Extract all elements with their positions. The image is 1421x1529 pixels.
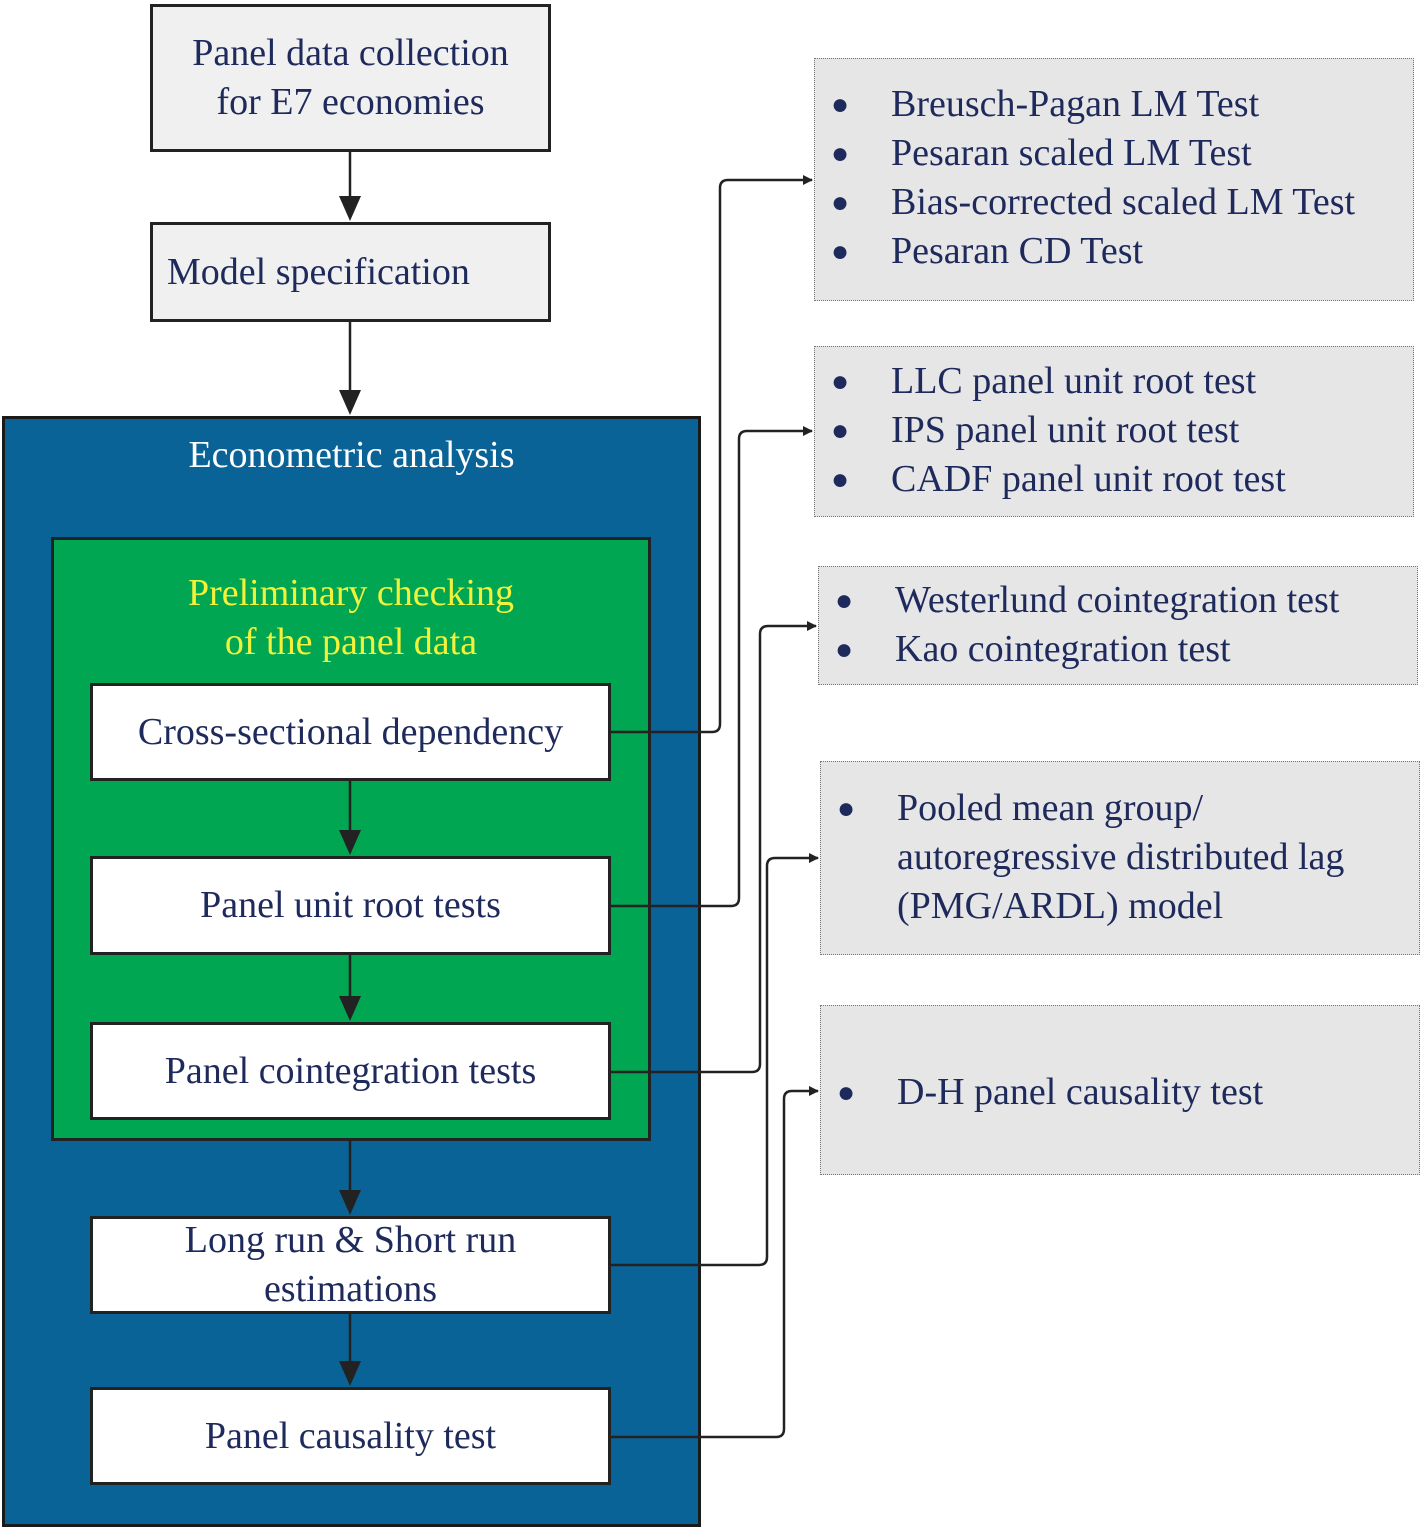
bullet-icon: ● (831, 137, 850, 170)
flow-arrow (339, 1314, 361, 1386)
csd-connector (611, 175, 813, 734)
unit-root-test-1: LLC panel unit root test (891, 360, 1257, 402)
list-item: ● Pesaran CD Test (831, 227, 1355, 276)
bullet-icon: ● (831, 235, 850, 268)
bullet-icon: ● (837, 792, 856, 825)
list-item: ● CADF panel unit root test (831, 455, 1286, 504)
bullet-icon: ● (831, 414, 850, 447)
csd-step-box: Cross-sectional dependency (90, 683, 611, 781)
cointegration-test-1: Westerlund cointegration test (895, 579, 1340, 621)
econometric-analysis-title: Econometric analysis (188, 434, 515, 476)
flow-arrow (339, 1141, 361, 1215)
data-collection-line-2: for E7 economies (216, 81, 485, 123)
list-item: autoregressive distributed lag (837, 833, 1344, 882)
unit-root-test-3: CADF panel unit root test (891, 458, 1286, 500)
preliminary-checking-title: Preliminary checking of the panel data (54, 569, 648, 667)
unit-root-step-box: Panel unit root tests (90, 856, 611, 955)
csd-tests-box: ● Breusch-Pagan LM Test ● Pesaran scaled L… (814, 58, 1414, 301)
bullet-icon: ● (835, 633, 854, 666)
bullet-icon: ● (831, 186, 850, 219)
unit-root-connector (611, 426, 813, 908)
flow-arrow (339, 781, 361, 855)
cointegration-tests-box: ● Westerlund cointegration test ● Kao coin… (818, 566, 1418, 685)
causality-test-1: D-H panel causality test (897, 1071, 1264, 1113)
estimation-connector (611, 853, 819, 1267)
estimation-step-line-2: estimations (263, 1268, 438, 1310)
list-item: ● LLC panel unit root test (831, 357, 1286, 406)
flow-arrow (339, 322, 361, 415)
preliminary-title-line-2: of the panel data (224, 621, 478, 663)
unit-root-step-label: Panel unit root tests (200, 884, 501, 926)
list-item: ● Westerlund cointegration test (835, 576, 1339, 625)
list-item: ● IPS panel unit root test (831, 406, 1286, 455)
list-item: ● Pooled mean group/ (837, 784, 1344, 833)
preliminary-title-line-1: Preliminary checking (187, 572, 515, 614)
list-item: ● Breusch-Pagan LM Test (831, 80, 1355, 129)
flow-arrow (339, 955, 361, 1021)
list-item: ● Pesaran scaled LM Test (831, 129, 1355, 178)
list-item: (PMG/ARDL) model (837, 882, 1344, 931)
bullet-icon: ● (835, 584, 854, 617)
causality-step-label: Panel causality test (204, 1414, 497, 1457)
cointegration-test-2: Kao cointegration test (895, 628, 1231, 670)
flow-arrow (339, 152, 361, 221)
list-item: ● Bias-corrected scaled LM Test (831, 178, 1355, 227)
list-item: ● D-H panel causality test (837, 1068, 1263, 1117)
estimation-step-box: Long run & Short run estimations (90, 1216, 611, 1314)
csd-test-4: Pesaran CD Test (891, 230, 1144, 272)
csd-test-1: Breusch-Pagan LM Test (891, 83, 1260, 125)
unit-root-tests-box: ● LLC panel unit root test ● IPS panel uni… (814, 346, 1414, 517)
model-specification-box: Model specification (150, 222, 551, 322)
estimation-method-line-2: autoregressive distributed lag (897, 836, 1345, 878)
cointegration-connector (611, 621, 817, 1074)
causality-connector (611, 1086, 819, 1439)
data-collection-box: Panel data collection for E7 economies (150, 4, 551, 152)
estimation-methods-box: ● Pooled mean group/ autoregressive distr… (820, 761, 1420, 955)
causality-tests-box: ● D-H panel causality test (820, 1005, 1420, 1175)
bullet-icon: ● (831, 365, 850, 398)
estimation-step-line-1: Long run & Short run (184, 1219, 517, 1261)
causality-step-box: Panel causality test (90, 1387, 611, 1485)
unit-root-test-2: IPS panel unit root test (891, 409, 1240, 451)
csd-test-3: Bias-corrected scaled LM Test (891, 181, 1356, 223)
bullet-icon: ● (837, 1076, 856, 1109)
cointegration-step-label: Panel cointegration tests (164, 1049, 537, 1092)
list-item: ● Kao cointegration test (835, 625, 1339, 674)
data-collection-line-1: Panel data collection (192, 32, 509, 74)
bullet-icon: ● (831, 463, 850, 496)
csd-step-label: Cross-sectional dependency (137, 710, 564, 753)
bullet-icon: ● (831, 88, 850, 121)
model-specification-label: Model specification (167, 250, 470, 293)
estimation-method-line-1: Pooled mean group/ (897, 787, 1204, 829)
estimation-method-line-3: (PMG/ARDL) model (897, 885, 1224, 927)
cointegration-step-box: Panel cointegration tests (90, 1022, 611, 1120)
csd-test-2: Pesaran scaled LM Test (891, 132, 1252, 174)
